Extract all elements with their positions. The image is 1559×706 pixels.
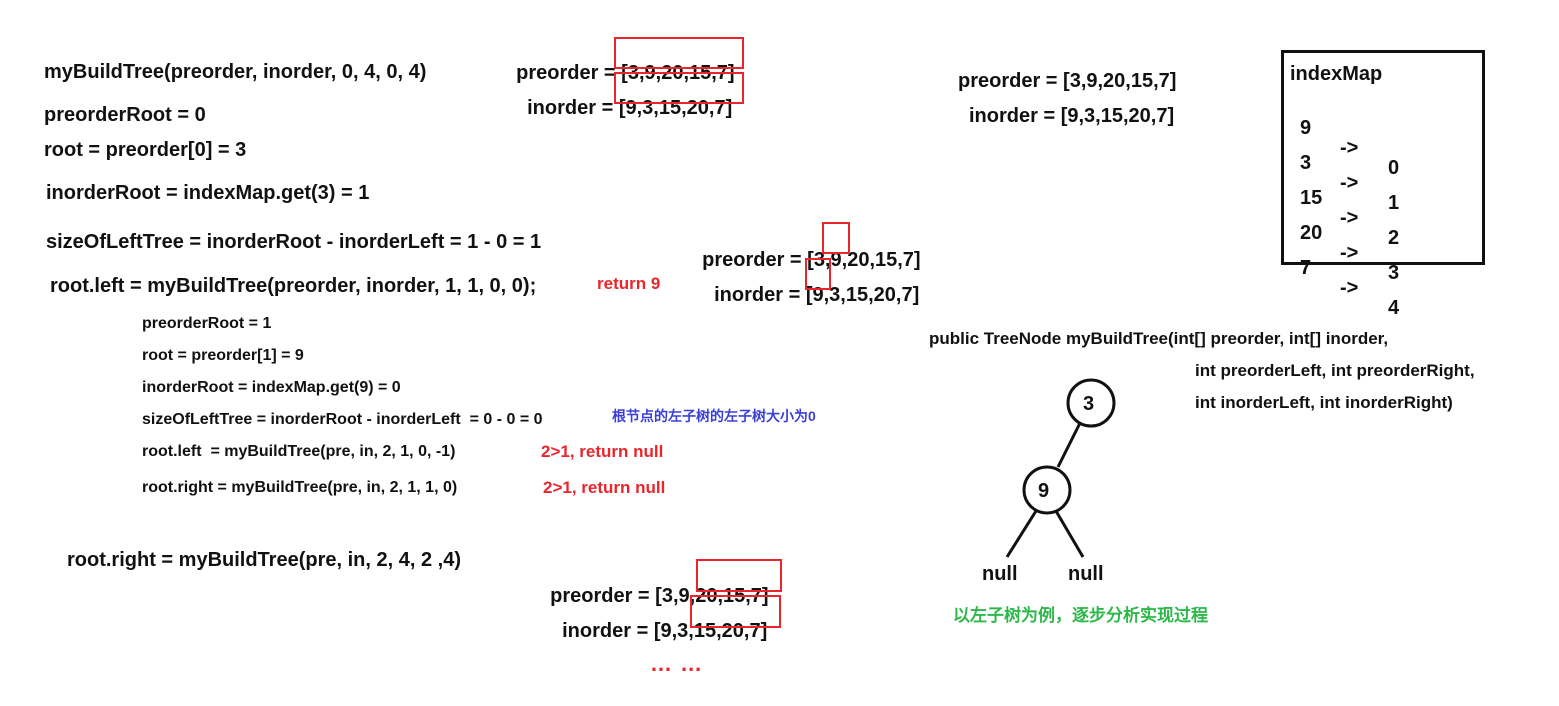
index-map-value: 4	[1388, 297, 1400, 319]
index-map-arrow: ->	[1340, 207, 1359, 229]
tree-caption: 以左子树为例，逐步分析实现过程	[953, 606, 1208, 625]
index-map-value: 2	[1388, 227, 1400, 249]
edge-3-9	[1056, 420, 1083, 468]
index-map-value: 1	[1388, 192, 1400, 214]
return-9-label: return 9	[597, 274, 661, 293]
top-preorder-highlight	[614, 37, 744, 69]
mid-inorder-pre: [	[805, 284, 813, 306]
tree-node-root	[1066, 378, 1116, 428]
index-map-row: 20 -> 3	[1284, 203, 1484, 303]
bottom-preorder-pre: [3,9,	[655, 585, 696, 607]
mid-preorder-pre: [3,	[807, 249, 831, 271]
index-map-row: 7 -> 4	[1284, 238, 1484, 338]
mid-inorder-post: ,3,15,20,7]	[823, 284, 920, 306]
sub-right-result: 2>1, return null	[543, 478, 666, 497]
index-map-key: 20	[1300, 222, 1323, 244]
main-inorder-root: inorderRoot = indexMap.get(3) = 1	[46, 182, 370, 204]
signature-line-3: int inorderLeft, int inorderRight)	[1195, 393, 1453, 412]
bottom-inorder-label: inorder =	[562, 620, 654, 642]
signature-line-2: int preorderLeft, int preorderRight,	[1195, 361, 1475, 380]
index-map-row: 9 -> 0	[1284, 98, 1484, 198]
sub-right-call: root.right = myBuildTree(pre, in, 2, 1, …	[142, 479, 458, 496]
index-map-box: indexMap 9 -> 0 3 -> 1 15 -> 2 20 -> 3 7…	[1281, 50, 1485, 318]
mid-preorder-label: preorder =	[702, 249, 808, 271]
bottom-preorder-highlight	[696, 559, 782, 592]
mid-inorder-label: inorder =	[714, 284, 806, 306]
edge-9-null-right	[1054, 510, 1085, 558]
index-map-key: 3	[1300, 152, 1312, 174]
right-preorder: preorder = [3,9,20,15,7]	[958, 70, 1177, 92]
top-inorder-label: inorder =	[527, 97, 619, 119]
main-size-left-tree: sizeOfLeftTree = inorderRoot - inorderLe…	[46, 231, 542, 253]
bottom-inorder-pre: [9,3,	[653, 620, 694, 642]
index-map-key: 9	[1300, 117, 1312, 139]
ellipsis: … …	[650, 651, 704, 676]
sub-size-note: 根节点的左子树的左子树大小为0	[612, 408, 816, 424]
tree-null-right: null	[1068, 563, 1104, 585]
sub-left-call: root.left = myBuildTree(pre, in, 2, 1, 0…	[142, 443, 456, 460]
top-inorder-highlight	[614, 72, 744, 104]
mid-preorder-highlight	[822, 222, 850, 254]
signature-line-1: public TreeNode myBuildTree(int[] preord…	[929, 329, 1389, 348]
main-root-right-call: root.right = myBuildTree(pre, in, 2, 4, …	[67, 549, 461, 571]
mid-inorder-highlight	[805, 258, 831, 290]
main-root-left-call: root.left = myBuildTree(preorder, inorde…	[50, 275, 537, 297]
main-preorder-root: preorderRoot = 0	[44, 104, 206, 126]
mid-inorder-hl: 9	[812, 284, 824, 306]
index-map-arrow: ->	[1340, 277, 1359, 299]
bottom-inorder-highlight	[690, 595, 781, 628]
sub-root: root = preorder[1] = 9	[142, 347, 304, 364]
index-map-title: indexMap	[1290, 63, 1383, 85]
sub-inorder-root: inorderRoot = indexMap.get(9) = 0	[142, 379, 401, 396]
mid-inorder: inorder = [9,3,15,20,7]	[703, 265, 919, 305]
sub-size-left-tree: sizeOfLeftTree = inorderRoot - inorderLe…	[142, 411, 543, 428]
index-map-arrow: ->	[1340, 242, 1359, 264]
index-map-row: 15 -> 2	[1284, 168, 1484, 268]
mid-preorder-post: ,20,15,7]	[841, 249, 921, 271]
mid-preorder-hl: 9	[830, 249, 842, 271]
index-map-key: 7	[1300, 257, 1312, 279]
index-map-value: 3	[1388, 262, 1400, 284]
main-call: myBuildTree(preorder, inorder, 0, 4, 0, …	[44, 61, 427, 83]
sub-left-result: 2>1, return null	[541, 442, 664, 461]
edge-9-null-left	[1005, 510, 1038, 558]
right-inorder: inorder = [9,3,15,20,7]	[969, 105, 1175, 127]
index-map-value: 0	[1388, 157, 1400, 179]
tree-node-left	[1022, 465, 1072, 515]
tree-null-left: null	[982, 563, 1018, 585]
index-map-row: 3 -> 1	[1284, 133, 1484, 233]
index-map-arrow: ->	[1340, 137, 1359, 159]
top-preorder-label: preorder =	[516, 62, 622, 84]
main-root: root = preorder[0] = 3	[44, 139, 247, 161]
sub-preorder-root: preorderRoot = 1	[142, 315, 272, 332]
mid-preorder: preorder = [3,9,20,15,7]	[691, 230, 921, 271]
index-map-arrow: ->	[1340, 172, 1359, 194]
index-map-key: 15	[1300, 187, 1323, 209]
tree-node-left-label: 9	[1038, 480, 1050, 502]
bottom-preorder-label: preorder =	[550, 585, 656, 607]
tree-node-root-label: 3	[1083, 393, 1095, 415]
